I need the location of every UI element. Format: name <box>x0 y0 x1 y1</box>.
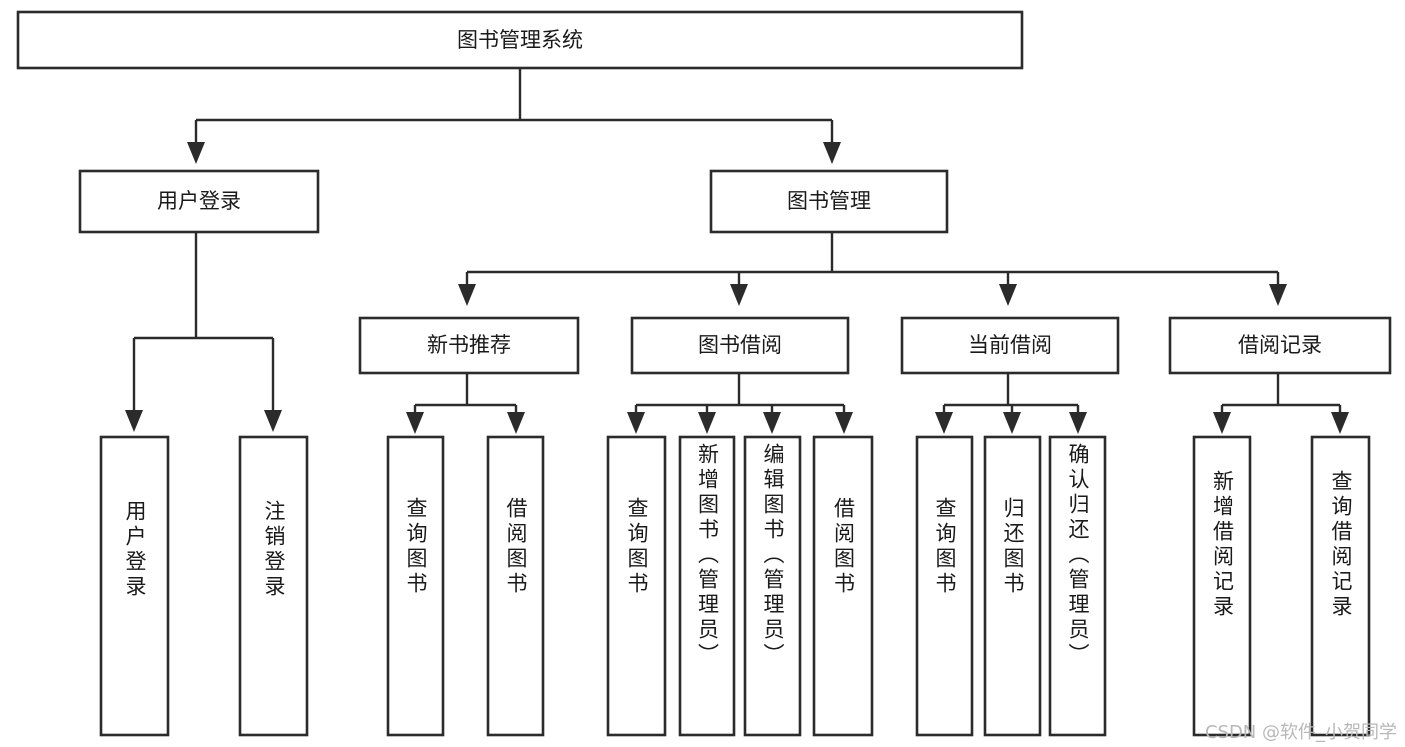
connector-group-current-borrow <box>942 373 1080 412</box>
node-book-management-label: 图书管理 <box>787 189 871 213</box>
node-user-login[interactable] <box>78 169 320 234</box>
arrow-to-leaf-borrow-3 <box>763 412 781 434</box>
arrow-to-leaf-borrow-2 <box>698 412 716 434</box>
node-current-borrow-label: 当前借阅 <box>968 333 1052 357</box>
leaf-current-return-book[interactable] <box>983 435 1042 737</box>
arrow-to-leaf-borrow-4 <box>835 412 853 434</box>
leaf-user-login-logout[interactable] <box>238 435 309 737</box>
arrow-to-leaf-recommend-2 <box>507 412 525 434</box>
leaf-record-add-record[interactable] <box>1192 435 1252 737</box>
node-root-label: 图书管理系统 <box>457 28 583 52</box>
arrow-to-user-login <box>187 142 205 164</box>
leaf-current-query-book[interactable] <box>915 435 974 737</box>
node-book-management[interactable] <box>709 169 949 234</box>
connector-group-borrow-record <box>1220 373 1342 412</box>
arrow-to-leaf-user-login-2 <box>264 410 282 432</box>
arrow-to-book-borrow <box>730 284 748 306</box>
leaf-recommend-query-book[interactable] <box>386 435 445 737</box>
arrow-to-leaf-current-2 <box>1003 412 1021 434</box>
leaf-recommend-borrow-book[interactable] <box>486 435 545 737</box>
leaf-user-login-login[interactable] <box>99 435 170 737</box>
arrow-to-leaf-current-3 <box>1069 412 1087 434</box>
connector-group-book-borrow <box>634 373 846 412</box>
connector-group-user-login <box>132 232 275 410</box>
arrow-to-current-borrow <box>999 284 1017 306</box>
csdn-watermark: CSDN @软件_小贺同学 <box>1204 722 1397 743</box>
arrow-to-leaf-recommend-1 <box>406 412 424 434</box>
node-root-book-management-system[interactable] <box>16 10 1024 70</box>
connector-group-new-book-recommend <box>413 373 518 412</box>
connector-group-root <box>194 68 834 142</box>
node-user-login-label: 用户登录 <box>157 189 241 213</box>
connector-group-book-manage <box>465 232 1280 284</box>
leaf-current-confirm-return-admin[interactable] <box>1048 435 1107 737</box>
arrow-to-leaf-user-login-1 <box>125 410 143 432</box>
arrow-to-leaf-borrow-1 <box>627 412 645 434</box>
leaf-borrow-add-book-admin[interactable] <box>678 435 736 737</box>
node-current-borrow[interactable] <box>900 316 1120 375</box>
node-borrow-record[interactable] <box>1168 316 1392 375</box>
arrow-to-leaf-record-1 <box>1213 412 1231 434</box>
leaf-borrow-query-book[interactable] <box>606 435 667 737</box>
node-book-borrow[interactable] <box>630 316 850 375</box>
arrow-to-new-book-recommend <box>458 284 476 306</box>
node-new-book-recommend[interactable] <box>358 316 580 375</box>
node-borrow-record-label: 借阅记录 <box>1238 333 1322 357</box>
arrow-to-borrow-record <box>1269 284 1287 306</box>
node-new-book-recommend-label: 新书推荐 <box>427 333 511 357</box>
leaf-record-query-record[interactable] <box>1310 435 1371 737</box>
arrow-to-leaf-record-2 <box>1331 412 1349 434</box>
arrow-to-book-manage <box>823 142 841 164</box>
leaf-borrow-borrow-book[interactable] <box>812 435 874 737</box>
leaf-borrow-edit-book-admin[interactable] <box>743 435 802 737</box>
arrow-to-leaf-current-1 <box>935 412 953 434</box>
node-book-borrow-label: 图书借阅 <box>698 333 782 357</box>
